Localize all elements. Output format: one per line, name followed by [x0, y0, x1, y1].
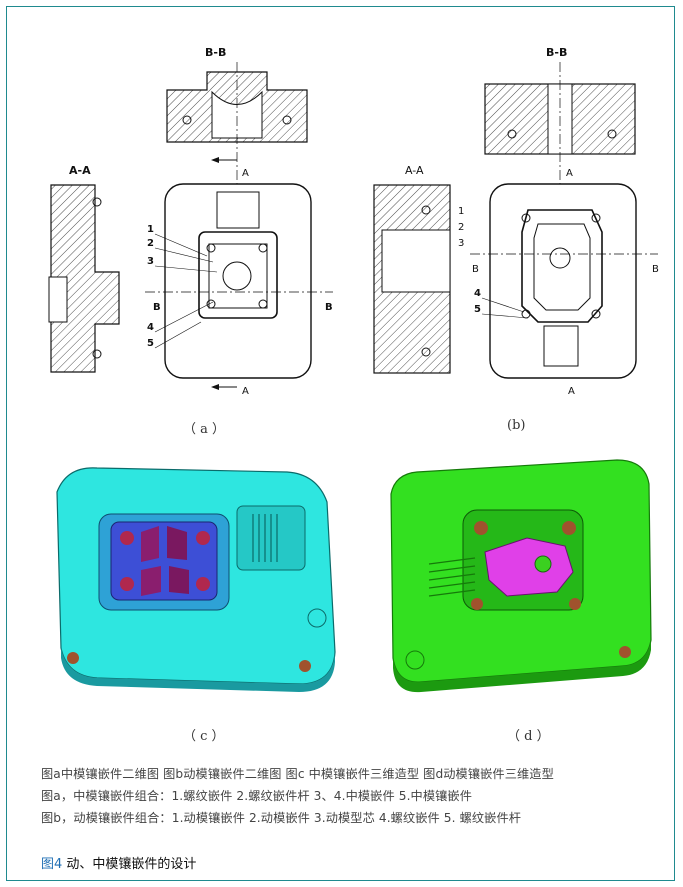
model-3d-d	[390, 459, 652, 693]
callout-4-a: 4	[147, 322, 154, 333]
plan-view-b	[489, 183, 637, 379]
callout-1-a: 1	[147, 224, 154, 235]
callout-3-a: 3	[147, 256, 154, 267]
drawing-b: B-B A A-A 1 2 3	[373, 46, 659, 397]
section-aa-label-a: A-A	[69, 164, 91, 177]
marker-b-right-a: B	[325, 302, 333, 313]
callout-3-b-left: 3	[458, 238, 464, 249]
callout-2-b-left: 2	[458, 222, 464, 233]
section-bb-label-b: B-B	[546, 46, 567, 59]
marker-a-top-a: A	[242, 168, 249, 179]
section-aa-view-a	[48, 184, 120, 373]
caption-line-1: 图a中模镶嵌件二维图 图b动模镶嵌件二维图 图c 中模镶嵌件三维造型 图d动模镶…	[41, 767, 554, 781]
panel-label-d: （ d ）	[507, 729, 550, 744]
marker-a-bottom-a: A	[242, 386, 249, 397]
section-bb-label-a: B-B	[205, 46, 226, 59]
callout-1-b-left: 1	[458, 206, 464, 217]
callout-4-b: 4	[474, 288, 481, 299]
callout-2-a: 2	[147, 238, 154, 249]
figure-title-text: 动、中模镶嵌件的设计	[62, 857, 197, 872]
section-aa-view-b	[373, 184, 451, 374]
figure-number: 图4	[41, 857, 63, 872]
section-aa-label-b: A-A	[405, 164, 424, 177]
panel-label-a: （ a ）	[183, 422, 226, 437]
figure-title: 图4 动、中模镶嵌件的设计	[41, 853, 196, 872]
marker-b-left-b: B	[472, 264, 479, 275]
marker-a-bottom-b: A	[568, 386, 575, 397]
model-3d-c	[56, 467, 336, 692]
marker-b-left-a: B	[153, 302, 161, 313]
drawing-a: B-B A A-A	[48, 46, 333, 397]
panel-label-b: (b)	[507, 418, 526, 433]
marker-a-top-b: A	[566, 168, 573, 179]
marker-b-right-b: B	[652, 264, 659, 275]
callout-5-b: 5	[474, 304, 481, 315]
caption-line-3: 图b，动模镶嵌件组合：1.动模镶嵌件 2.动模嵌件 3.动模型芯 4.螺纹嵌件 …	[41, 811, 522, 825]
callout-5-a: 5	[147, 338, 154, 349]
caption-line-2: 图a，中模镶嵌件组合：1.螺纹嵌件 2.螺纹嵌件杆 3、4.中模嵌件 5.中模镶…	[41, 789, 472, 803]
plan-view-a	[164, 183, 312, 379]
figure-frame: B-B A A-A	[6, 6, 675, 881]
panel-label-c: （ c ）	[183, 729, 225, 744]
